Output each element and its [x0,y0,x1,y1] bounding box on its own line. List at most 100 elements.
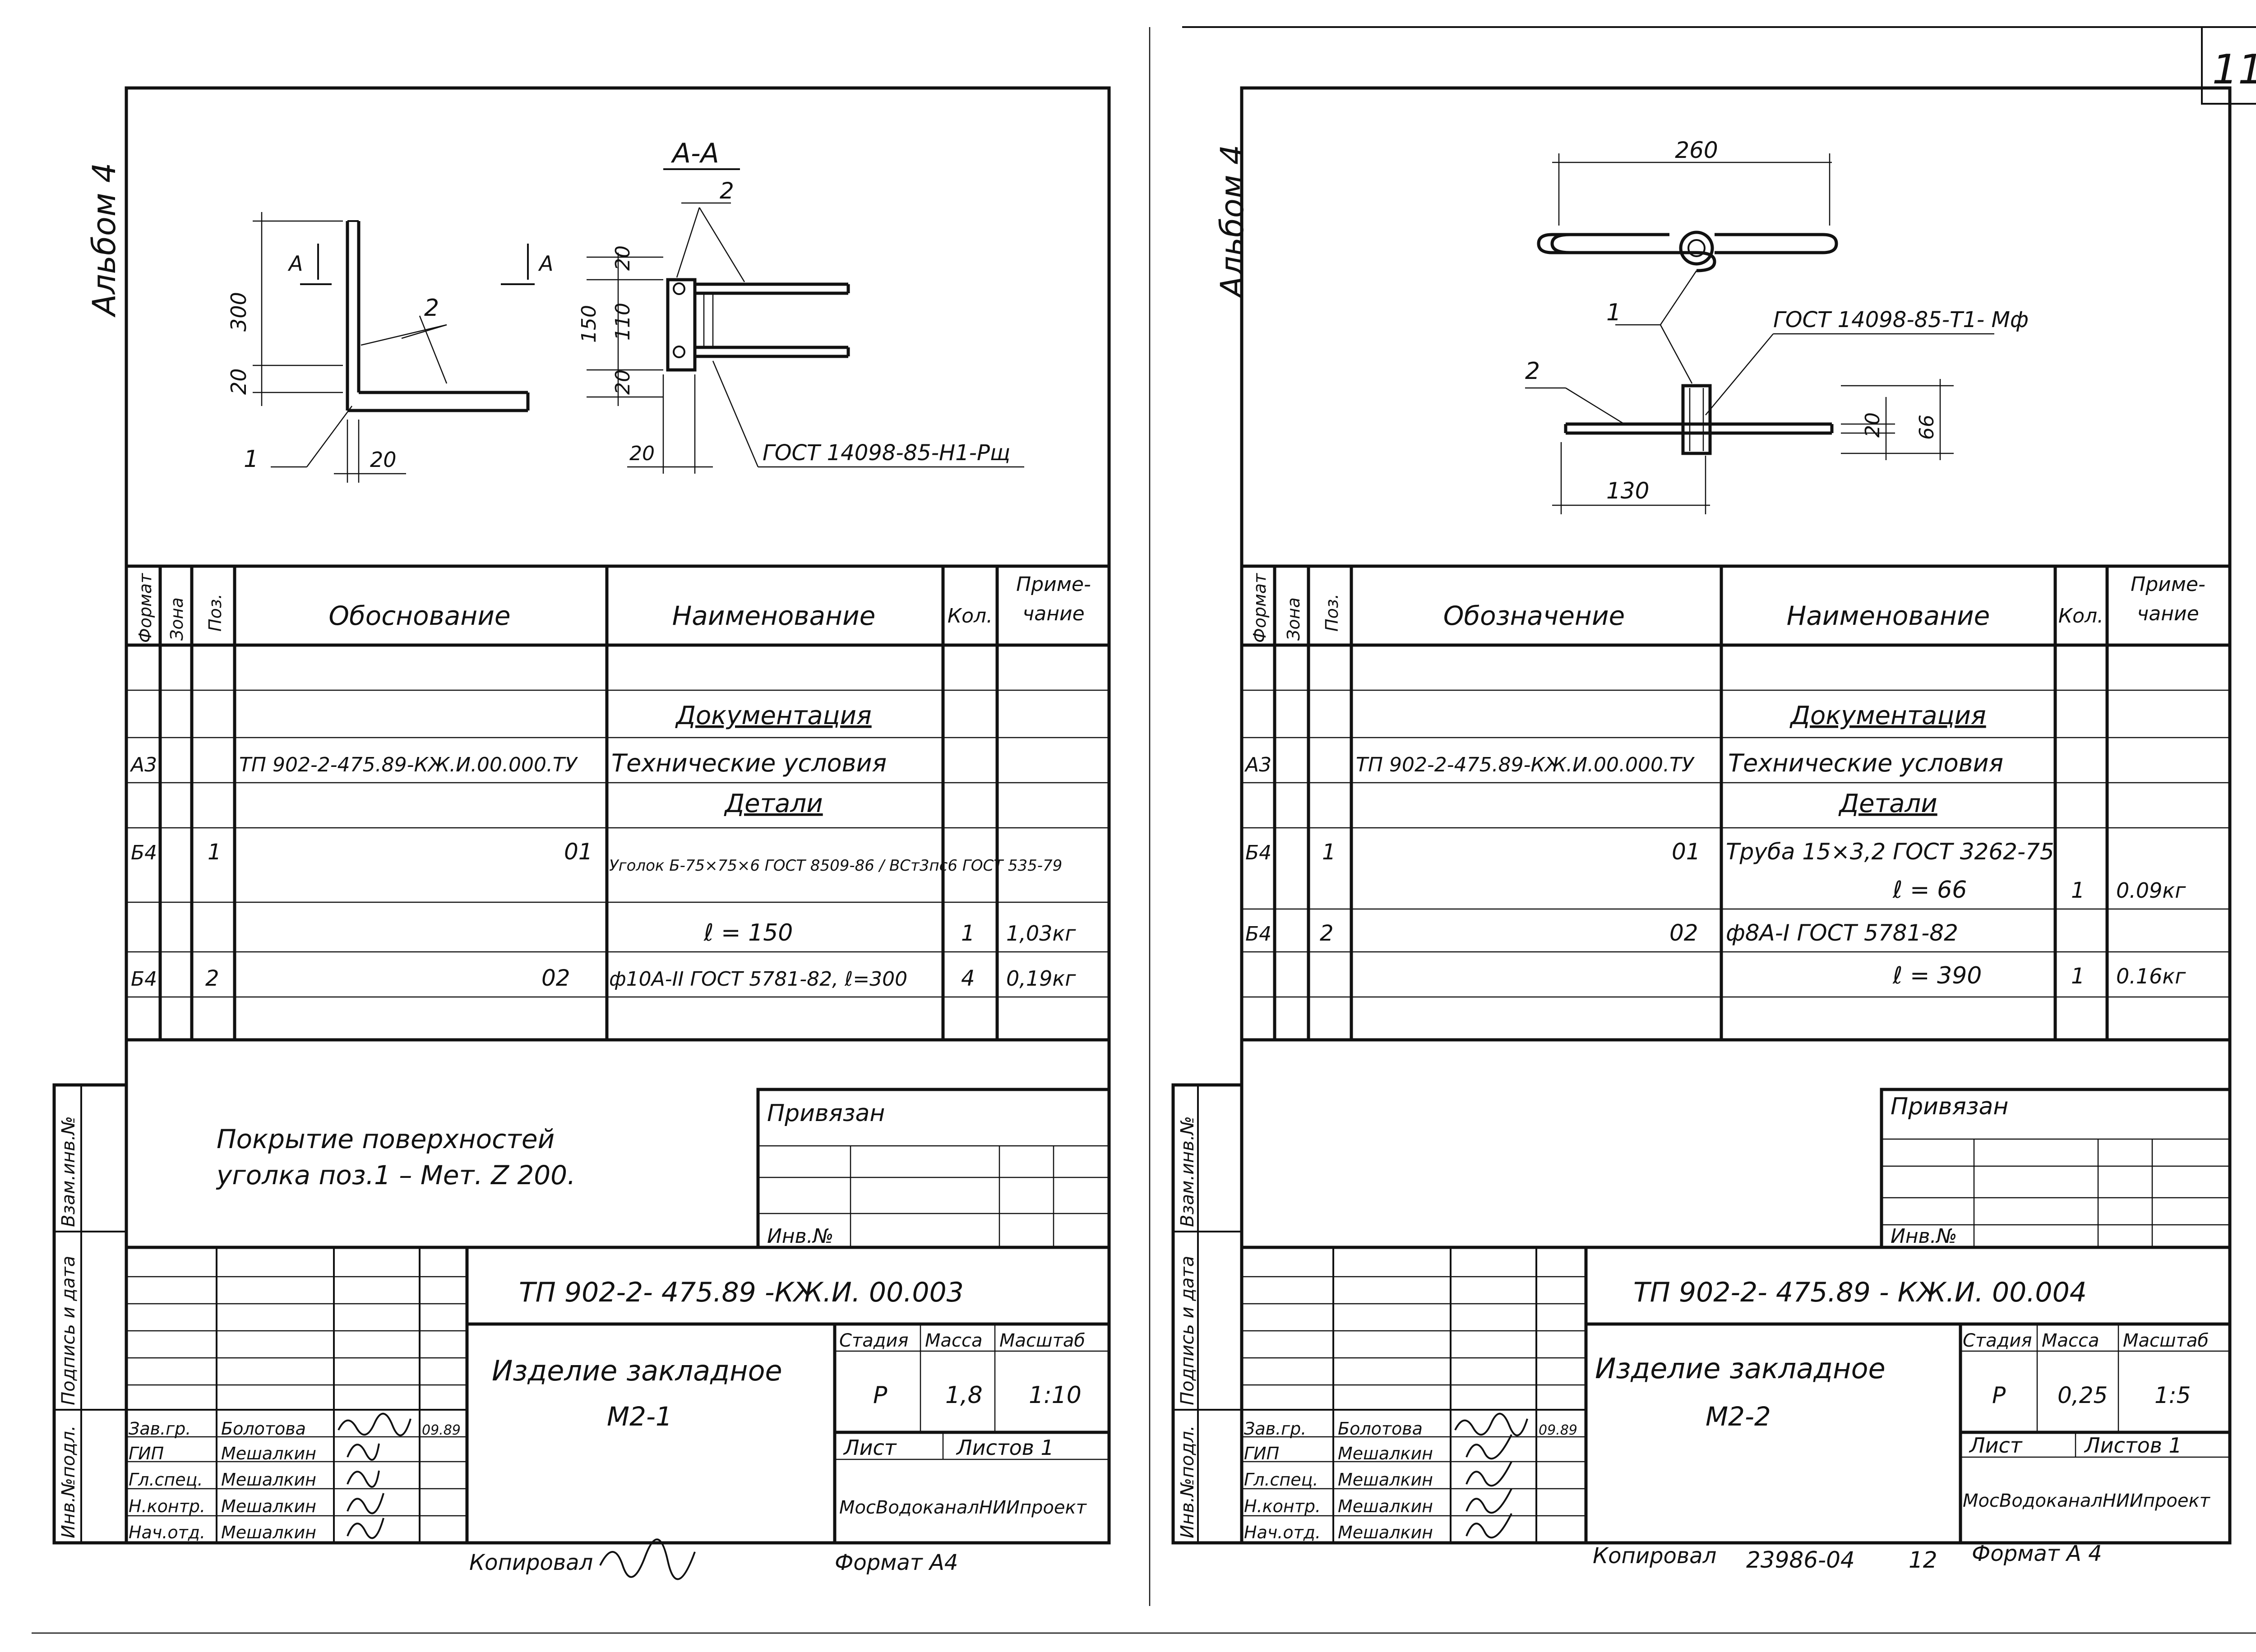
callout-1: 1 [244,446,259,473]
right-top-view: 260 [1537,137,1838,272]
staff-role-2: ГИП [129,1444,164,1463]
row4-designation-r: 01 [1672,839,1701,865]
scale-header: Масштаб [999,1330,1085,1351]
staff-name-1: Болотова [221,1419,306,1439]
row4-pos: 1 [208,840,222,865]
staff-date-r1: 09.89 [1539,1422,1577,1438]
hdr-note-r1: Приме- [2131,573,2205,596]
row2-name: Технические условия [611,749,887,777]
side-stamp-sign-r: Подпись и дата [1177,1256,1198,1405]
doc-code: ТП 902-2- 475.89 -КЖ.И. 00.003 [519,1277,964,1308]
callout-2-a: 2 [424,295,439,322]
callout-2-right: 2 [1525,358,1540,385]
row6-pos: 2 [205,966,219,991]
row5-note: 1,03кг [1006,921,1076,946]
right-side-stamp: Инв.№подл. Подпись и дата Взам.инв.№ [1171,1083,1244,1545]
sheet-header: Лист [843,1435,897,1460]
staff-role-r3: Гл.спец. [1244,1470,1318,1490]
page-number-box [2201,26,2256,105]
staff-role-1: Зав.гр. [129,1419,191,1439]
row4-name-r: Труба 15×3,2 ГОСТ 3262-75 [1726,839,2054,865]
copy-number-r: 23986-04 [1746,1547,1855,1573]
row4-pos-r: 1 [1322,840,1336,865]
staff-role-r1: Зав.гр. [1244,1419,1306,1439]
coating-note-1: Покрытие поверхностей [217,1124,555,1154]
right-side-view: 1 2 ГОСТ 14098-85-Т1- Мф 130 20 66 [1525,270,2029,514]
dim-20-e: 20 [629,442,655,465]
staff-role-r5: Нач.отд. [1244,1523,1321,1542]
signature-r2 [1465,1434,1512,1460]
weld-note-right: ГОСТ 14098-85-Т1- Мф [1773,307,2029,332]
side-stamp-sign: Подпись и дата [58,1256,79,1405]
left-side-stamp: Инв.№подл. Подпись и дата Взам.инв.№ [52,1083,128,1545]
row5-name: ℓ = 150 [703,919,793,946]
left-title-block: ТП 902-2- 475.89 -КЖ.И. 00.003 Изделие з… [126,1246,1109,1543]
staff-name-4: Мешалкин [221,1496,316,1516]
scale-header-r: Масштаб [2123,1330,2209,1351]
row7-qty-r: 1 [2071,964,2085,989]
hdr-pos: Поз. [205,594,225,632]
signature-4 [347,1493,384,1514]
section-label: А-А [670,138,719,169]
copied-label-r: Копировал [1593,1543,1716,1569]
cut-label-2: А [538,251,553,276]
staff-role-4: Н.контр. [129,1496,205,1516]
row-documentation-r: Документация [1789,701,1986,730]
hdr-note-1: Приме- [1016,573,1091,596]
scale-value: 1:10 [1029,1382,1082,1409]
privyazan-label-r: Привязан [1891,1093,2008,1120]
signature-5 [347,1518,384,1539]
hdr-note-r2: чание [2137,602,2199,625]
row-documentation: Документация [675,701,871,730]
signature-1 [337,1412,411,1436]
signature-2 [347,1443,380,1461]
left-sheet: Альбом 4 [52,86,1111,1580]
organization-r: МосВодоканалНИИпроект [1963,1490,2211,1511]
dim-20-a: 20 [227,368,251,395]
staff-name-r5: Мешалкин [1338,1523,1433,1542]
stage-value: Р [873,1382,888,1409]
hdr-pos-r: Поз. [1322,594,1342,632]
row2-format-r: А3 [1244,753,1271,776]
row7-note-r: 0.16кг [2116,964,2186,988]
hdr-format: Формат [135,572,155,643]
organization: МосВодоканалНИИпроект [839,1497,1087,1518]
copy-page-r: 12 [1909,1547,1937,1573]
row4-designation: 01 [564,839,593,865]
dim-110: 110 [611,303,634,341]
signature-3 [347,1470,380,1488]
dim-300: 300 [227,292,251,332]
hdr-qty-r: Кол. [2058,605,2103,628]
copier-signature [599,1538,696,1580]
hdr-designation: Обоснование [328,600,510,631]
row4-format: Б4 [131,841,157,864]
stage-header-r: Стадия [1963,1330,2032,1351]
signature-r1 [1454,1412,1528,1436]
staff-name-r3: Мешалкин [1338,1470,1433,1490]
row6-qty: 4 [961,966,975,991]
row6-name-r: ф8А-I ГОСТ 5781-82 [1726,920,1958,946]
row2-name-r: Технические условия [1728,749,2003,777]
stage-header: Стадия [839,1330,908,1351]
row6-name: ф10А-II ГОСТ 5781-82, ℓ=300 [609,968,907,991]
left-spec-table: Формат Зона Поз. Обоснование Наименовани… [126,564,1109,1042]
mass-value-r: 0,25 [2057,1382,2108,1408]
hdr-name-r: Наименование [1787,600,1990,631]
staff-role-r4: Н.контр. [1244,1496,1321,1516]
left-frame [125,86,1111,1545]
staff-name-r1: Болотова [1338,1419,1423,1439]
scale-value-r: 1:5 [2154,1382,2191,1408]
sheets-header-r: Листов 1 [2084,1433,2182,1458]
inv-no-label-r: Инв.№ [1891,1225,1957,1248]
row-details: Детали [723,789,823,818]
hdr-zone-r: Зона [1284,597,1304,641]
sheets-header: Листов 1 [956,1435,1054,1460]
staff-role-5: Нач.отд. [129,1523,205,1542]
signature-r3 [1465,1461,1512,1487]
weld-note-left: ГОСТ 14098-85-Н1-Рщ [763,440,1010,466]
left-album-label: Альбом 4 [86,163,123,318]
format-footer-r: Формат А 4 [1972,1541,2102,1566]
mass-header-r: Масса [2042,1330,2099,1351]
row2-designation: ТП 902-2-475.89-КЖ.И.00.000.ТУ [239,753,578,776]
